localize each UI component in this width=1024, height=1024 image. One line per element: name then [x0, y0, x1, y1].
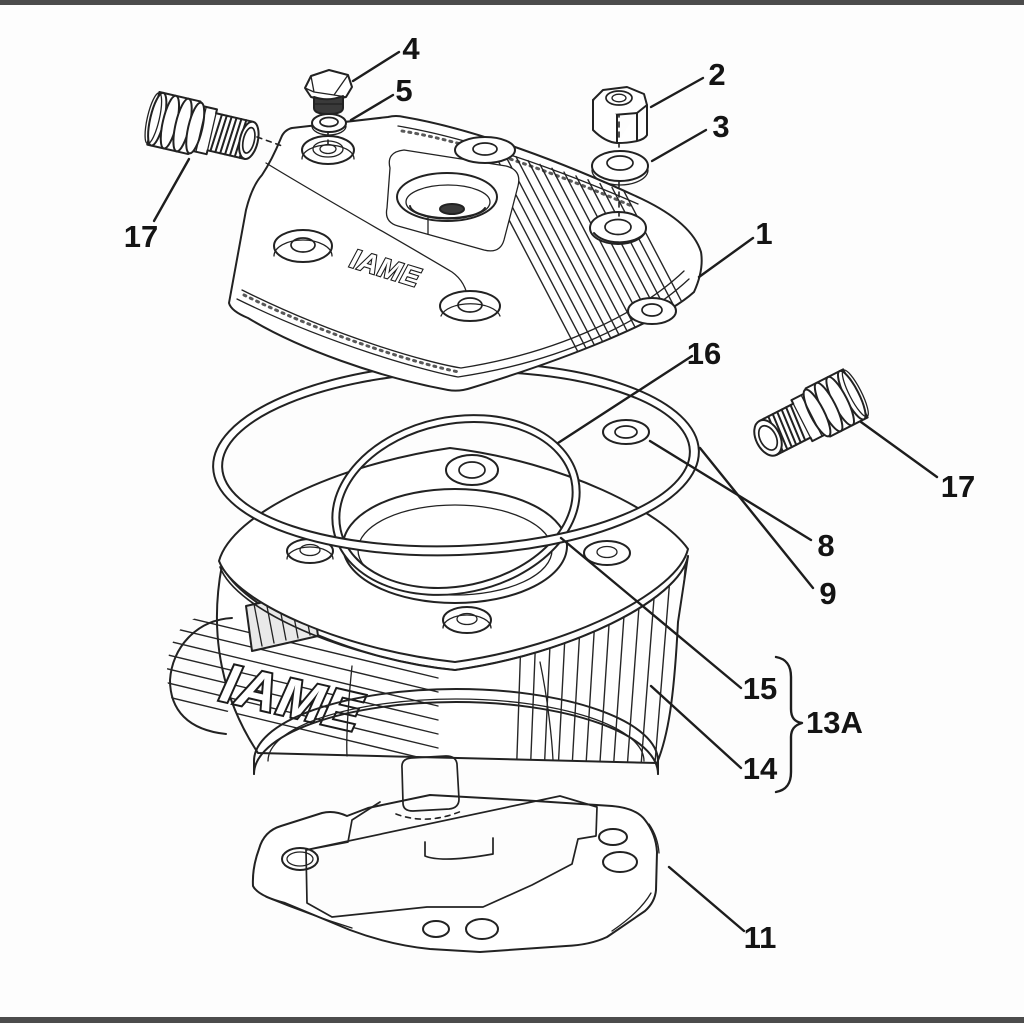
front-fin-block: [167, 611, 439, 763]
deck-plug-hole: [602, 419, 650, 445]
leader-15: [559, 536, 743, 690]
fin-line: [554, 615, 567, 763]
fin-line: [527, 630, 537, 763]
flat-washer: [591, 150, 649, 186]
fasteners: [304, 69, 649, 217]
callout-11: 11: [744, 920, 777, 955]
hex-nut: [592, 86, 648, 144]
callout-9: 9: [819, 576, 836, 611]
callout-1: 1: [755, 216, 772, 251]
leader-1: [697, 236, 755, 279]
front-port-boss: [395, 755, 465, 820]
leader-17-right: [859, 420, 939, 479]
leader-11: [667, 865, 746, 933]
exhaust-boss: [169, 617, 233, 735]
callout-8: 8: [817, 528, 834, 563]
fitting-centerline: [256, 136, 286, 148]
fin-line: [167, 639, 439, 707]
fin-line: [648, 564, 672, 763]
leader-2: [649, 76, 705, 109]
leader-16: [556, 354, 694, 445]
fin-line: [621, 579, 642, 763]
leader-3: [650, 128, 708, 163]
callout-13a: 13A: [806, 705, 863, 740]
callout-16: 16: [687, 336, 721, 371]
hose-fitting-left: [144, 90, 260, 160]
sealing-washer: [311, 113, 347, 136]
fin-line: [167, 611, 439, 679]
fin-line: [167, 625, 439, 693]
hose-fitting-right: [753, 368, 869, 457]
fin-line: [167, 667, 439, 735]
fin-line: [540, 622, 552, 763]
bottom-border: [0, 1017, 1024, 1023]
callout-4: 4: [402, 31, 420, 66]
deck-washers: [286, 538, 631, 634]
leader-17-left: [152, 157, 191, 223]
fin-line: [167, 695, 439, 763]
leader-4: [351, 50, 401, 83]
callout-5: 5: [395, 73, 412, 108]
spark-plug-recess: [385, 149, 520, 252]
fin-line: [567, 608, 582, 763]
cover-washers: [273, 136, 677, 325]
fin-line: [608, 586, 627, 763]
fin-line: [513, 637, 522, 763]
callout-14: 14: [743, 751, 778, 786]
leader-9: [698, 446, 815, 590]
fin-line: [551, 167, 693, 391]
fin-line: [167, 653, 439, 721]
leader-8: [648, 439, 813, 542]
callout-15: 15: [743, 671, 777, 706]
cover-stud-hole: [589, 211, 647, 245]
leader-14: [649, 684, 743, 770]
top-border: [0, 0, 1024, 5]
callout-3: 3: [712, 109, 729, 144]
base-gasket: [251, 794, 660, 953]
callout-2: 2: [708, 57, 725, 92]
callout-17-left: 17: [124, 219, 158, 254]
fin-line: [594, 593, 612, 763]
inner-o-ring: [331, 414, 581, 596]
brace-13a: [774, 655, 804, 794]
leader-5: [349, 93, 395, 122]
center-boss: [445, 454, 499, 486]
bottom-flange: [253, 688, 659, 860]
callout-17-right: 17: [941, 469, 975, 504]
hex-bolt: [304, 69, 353, 115]
callouts: 4 5 2 3 1 17 16 17 8 9 15 14 13A 11: [124, 31, 975, 955]
fin-line: [581, 600, 597, 763]
